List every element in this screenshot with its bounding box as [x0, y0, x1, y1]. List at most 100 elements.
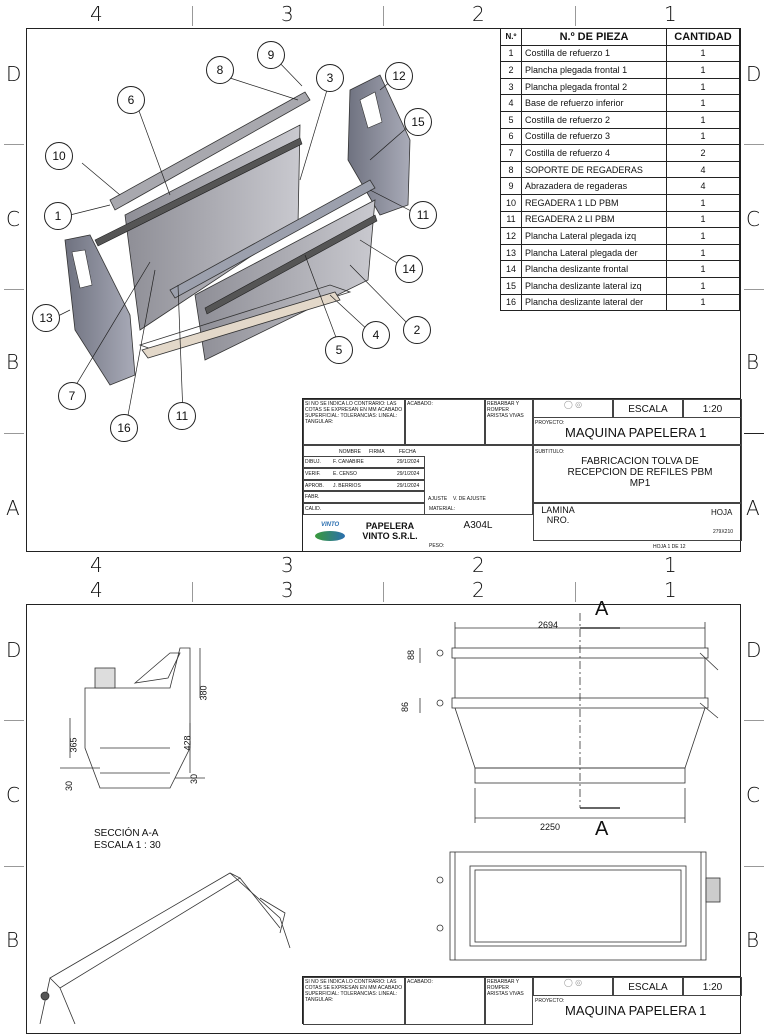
zone-tick — [192, 6, 193, 26]
part-quantity: 2 — [666, 144, 740, 162]
dimension-label: 365 — [68, 737, 79, 753]
callout-balloon: 2 — [403, 316, 431, 344]
row-date: 29/1/2024 — [397, 482, 420, 489]
row-name: E. CENSO — [333, 470, 357, 477]
callout-balloon: 6 — [117, 86, 145, 114]
zone-number: 4 — [90, 578, 103, 602]
part-number: 7 — [500, 144, 522, 162]
zone-letter: C — [6, 207, 20, 231]
part-quantity: 1 — [666, 77, 740, 96]
sheet-size: 279X210 — [713, 529, 734, 535]
part-name: Plancha deslizante lateral izq — [521, 276, 667, 295]
part-number: 13 — [500, 243, 522, 262]
section-label: SECCIÓN A-A — [94, 828, 159, 839]
part-number: 2 — [500, 61, 522, 79]
subtitle-text: FABRICACION TOLVA DE RECEPCION DE REFILE… — [567, 456, 713, 489]
dimension-label: 428 — [182, 735, 193, 751]
zone-tick — [744, 433, 764, 434]
zone-tick — [383, 582, 384, 602]
general-note: SI NO SE INDICA LO CONTRARIO: LAS COTAS … — [303, 977, 405, 1025]
part-name: Abrazadera de regaderas — [521, 177, 667, 195]
part-quantity: 4 — [666, 160, 740, 179]
zone-tick — [4, 720, 24, 721]
part-quantity: 4 — [666, 177, 740, 195]
zone-number: 2 — [472, 553, 485, 577]
zone-tick — [4, 289, 24, 290]
project-label: PROYECTO: — [535, 998, 565, 1004]
sheet-label: HOJA — [711, 508, 733, 517]
general-note: SI NO SE INDICA LO CONTRARIO: LAS COTAS … — [303, 399, 405, 445]
subtitle-label: SUBTITULO: — [535, 449, 565, 455]
part-quantity: 1 — [666, 243, 740, 262]
subtitle-cell — [533, 445, 742, 503]
part-name: Plancha plegada frontal 2 — [521, 77, 667, 96]
company-logo: VINTO PAPELERA VINTO S.R.L. — [305, 517, 427, 551]
part-quantity: 1 — [666, 61, 740, 79]
finish-label: ACABADO: — [405, 399, 485, 445]
project-cell — [533, 418, 742, 445]
row-date: 29/1/2024 — [397, 470, 420, 477]
title-block-row — [303, 479, 425, 492]
callout-balloon: 12 — [385, 62, 413, 90]
zone-letter: B — [746, 928, 760, 952]
callout-balloon: 8 — [206, 56, 234, 84]
zone-number: 3 — [281, 553, 294, 577]
zone-tick — [4, 144, 24, 145]
title-block-row — [303, 491, 425, 504]
zone-tick — [575, 582, 576, 602]
callout-balloon: 1 — [44, 202, 72, 230]
dimension-label: 30 — [64, 780, 75, 792]
section-mark: A — [595, 598, 609, 620]
part-number: 10 — [500, 193, 522, 212]
section-view-drawing — [60, 647, 205, 789]
row-name: J. BERRIOS — [333, 482, 361, 489]
zone-letter: D — [6, 62, 22, 86]
zone-tick — [744, 720, 764, 721]
zone-number: 1 — [664, 2, 677, 26]
zone-letter: A — [6, 496, 20, 520]
zone-number: 1 — [664, 553, 677, 577]
part-quantity: 1 — [666, 110, 740, 129]
col-signature: FIRMA — [369, 449, 385, 455]
callout-balloon: 3 — [316, 64, 344, 92]
row-date: 29/1/2024 — [397, 459, 420, 465]
dimension-label: 30 — [189, 773, 200, 785]
callout-balloon: 11 — [168, 402, 196, 430]
part-name: SOPORTE DE REGADERAS — [521, 160, 667, 179]
part-quantity: 1 — [666, 276, 740, 295]
dimension-label: 86 — [400, 701, 411, 713]
project-name: MAQUINA PAPELERA 1 — [565, 425, 707, 440]
zone-number: 4 — [90, 553, 103, 577]
row-role: FABR. — [305, 494, 320, 501]
part-name: REGADERA 2 LI PBM — [521, 210, 667, 229]
zone-letter: D — [746, 638, 762, 662]
callout-balloon: 16 — [110, 414, 138, 442]
part-quantity: 1 — [666, 44, 740, 63]
sheet-count: HOJA 1 DE 12 — [653, 544, 686, 550]
part-number: 6 — [500, 127, 522, 146]
projection-symbol: ◯ ◎ — [533, 399, 613, 418]
fit-value: V. DE AJUSTE — [453, 496, 486, 502]
callout-balloon: 13 — [32, 304, 60, 332]
project-name: MAQUINA PAPELERA 1 — [565, 1003, 707, 1018]
row-role: CALID. — [305, 506, 322, 513]
col-date: FECHA — [399, 449, 416, 455]
row-role: APROB. — [305, 482, 324, 489]
part-number: 3 — [500, 77, 522, 96]
part-name: Costilla de refuerzo 3 — [521, 127, 667, 146]
callout-balloon: 14 — [395, 255, 423, 283]
part-number: 12 — [500, 227, 522, 245]
zone-tick — [744, 144, 764, 145]
dimension-label: 2694 — [538, 620, 559, 630]
part-name: Costilla de refuerzo 1 — [521, 44, 667, 63]
header-quantity: CANTIDAD — [666, 28, 740, 46]
part-number: 1 — [500, 44, 522, 63]
